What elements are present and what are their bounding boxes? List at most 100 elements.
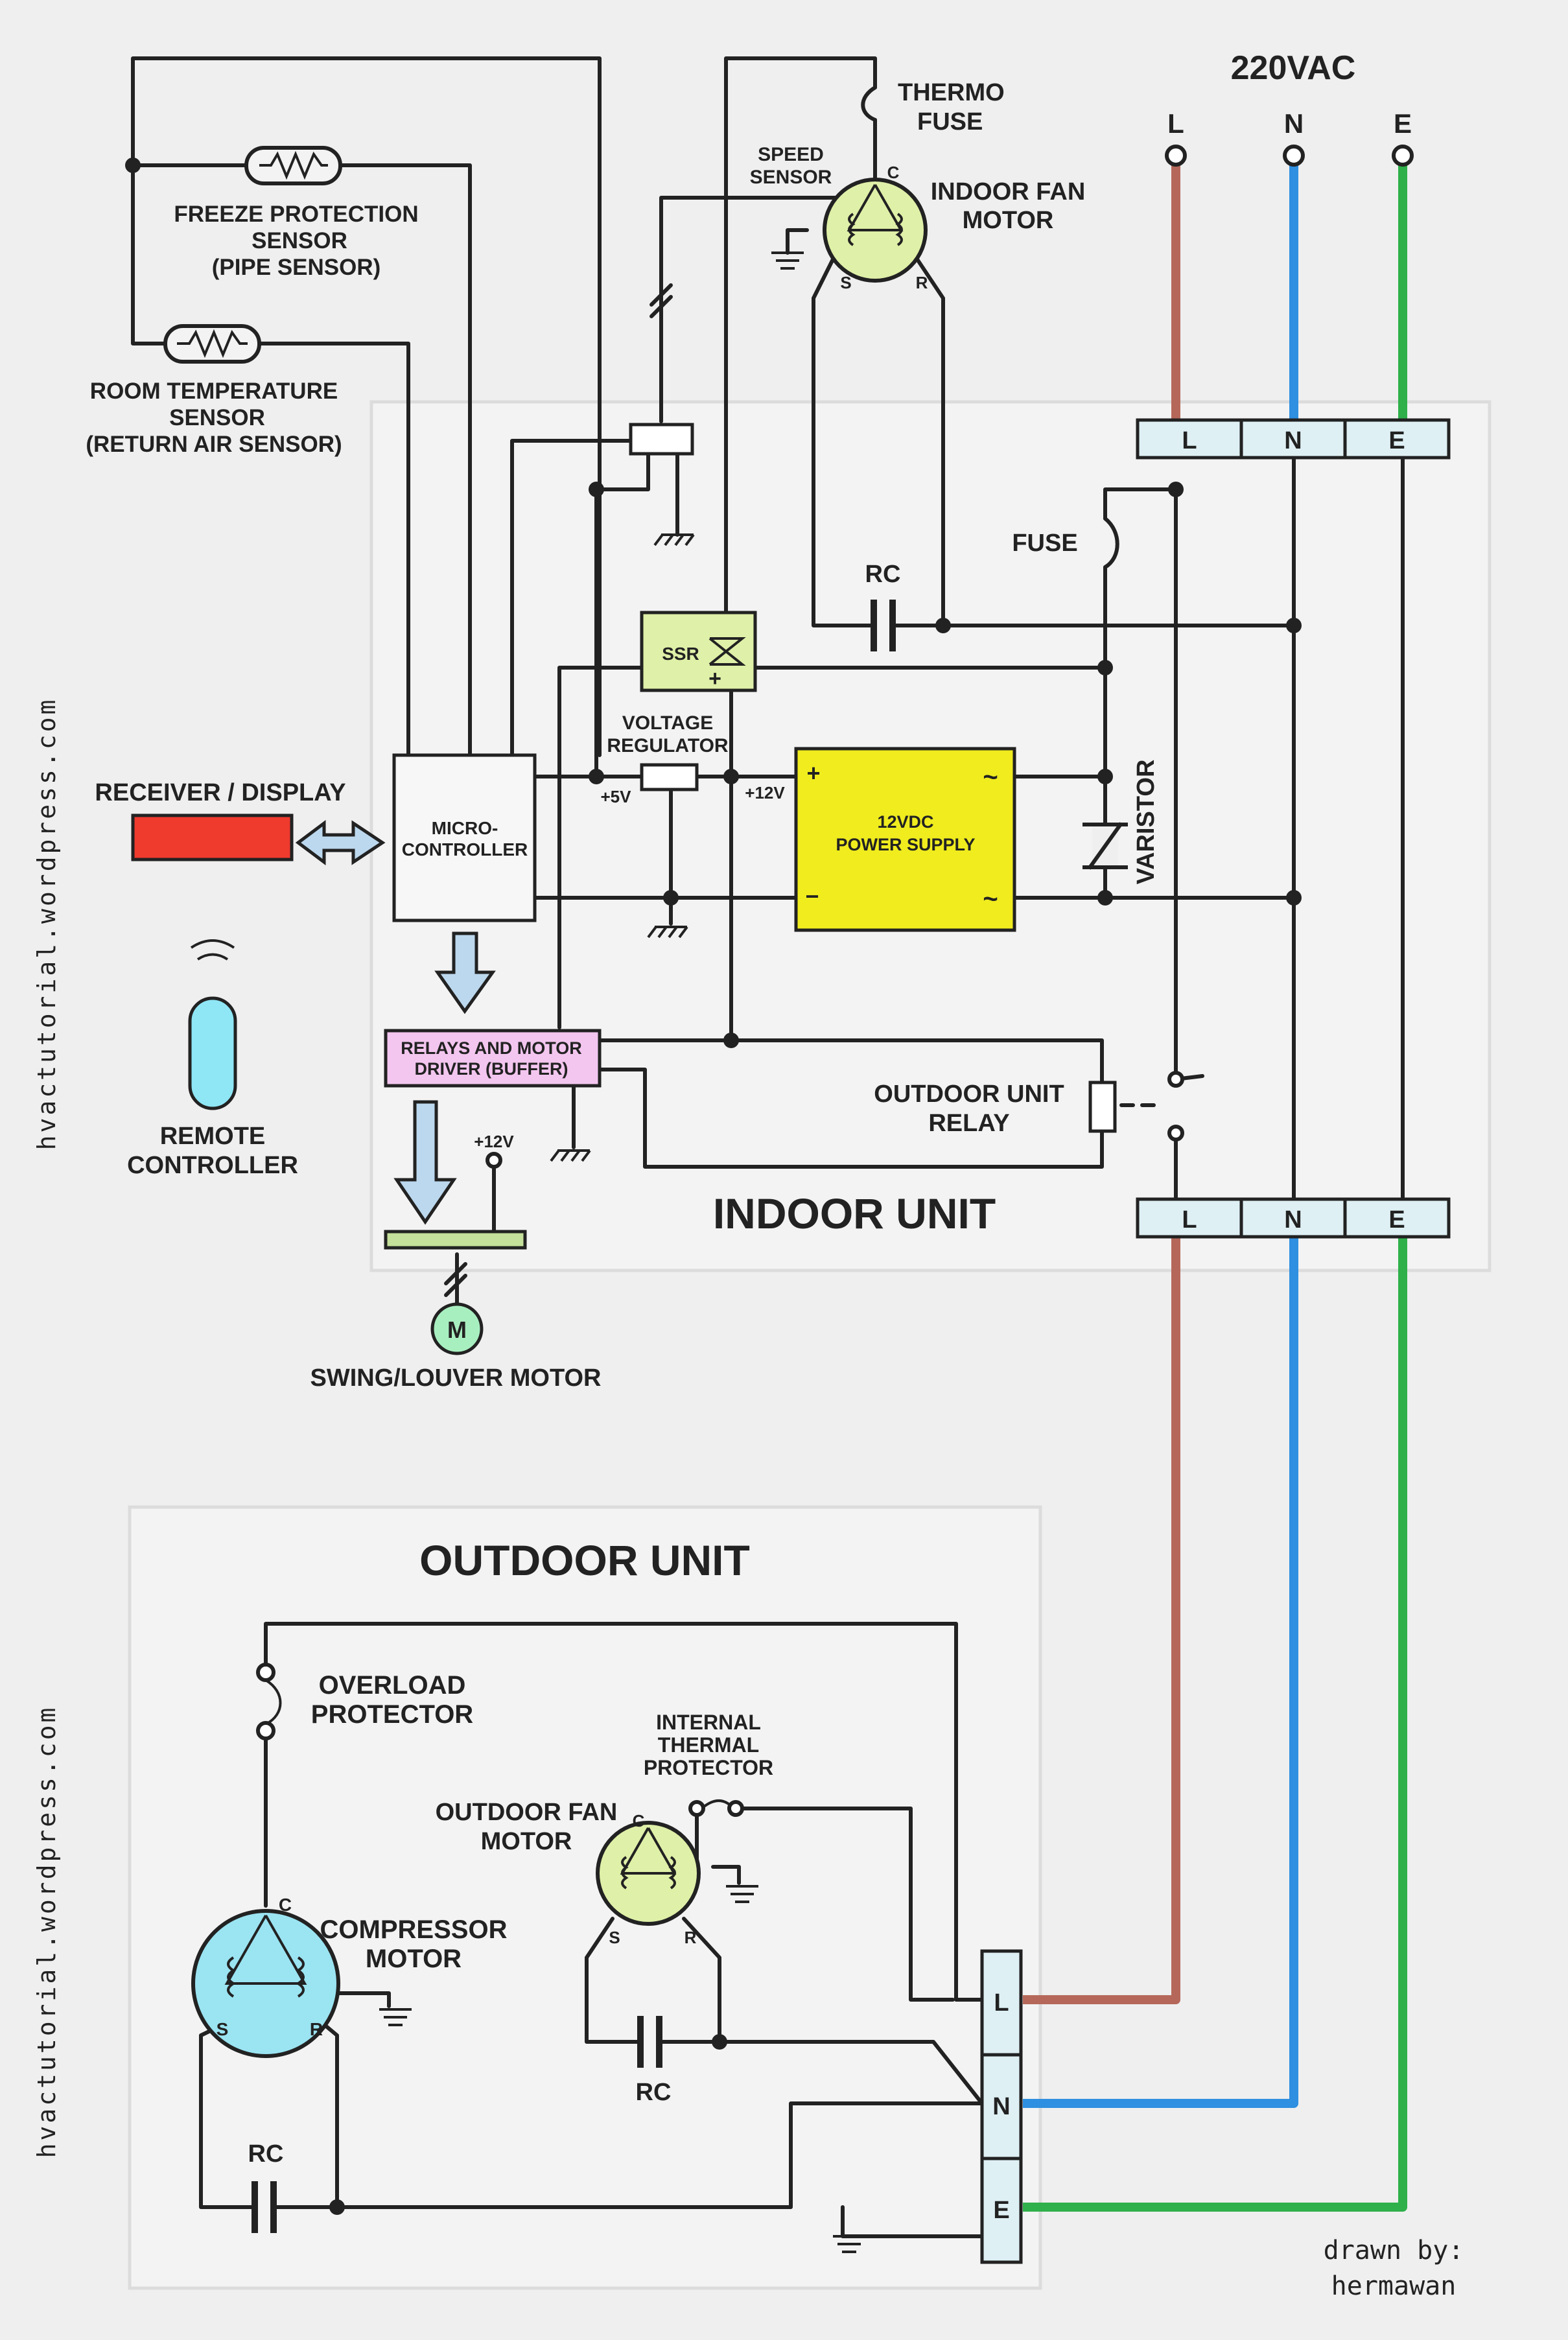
indoor-fan-label-2: MOTOR bbox=[963, 207, 1054, 234]
varistor-label: VARISTOR bbox=[1132, 760, 1160, 885]
wire-n-outdoor bbox=[1023, 1238, 1298, 2108]
receiver-display-label: RECEIVER / DISPLAY bbox=[95, 779, 345, 806]
microcontroller-label-2: CONTROLLER bbox=[402, 839, 528, 860]
swing-motor-symbol bbox=[430, 1302, 484, 1355]
supply-wires bbox=[1023, 156, 1407, 2212]
supply-label-l: L bbox=[1167, 108, 1184, 139]
compressor-terminal-s: S bbox=[216, 2019, 229, 2039]
supply-terminal-l bbox=[1165, 145, 1187, 167]
indoor-fan-terminal-s: S bbox=[840, 273, 851, 292]
voltage-regulator-label-1: VOLTAGE bbox=[622, 712, 714, 734]
outdoor-terminal-n: N bbox=[992, 2093, 1010, 2120]
indoor-fan-motor bbox=[823, 178, 928, 283]
micro-to-relays-arrow bbox=[434, 931, 496, 1014]
room-sensor-symbol bbox=[163, 324, 261, 364]
compressor-label-2: MOTOR bbox=[366, 1945, 462, 1973]
thermo-fuse-label-2: FUSE bbox=[917, 108, 983, 135]
indoor-labels: THERMO FUSE SPEED SENSOR INDOOR FAN MOTO… bbox=[86, 79, 1405, 1392]
freeze-sensor-symbol bbox=[244, 146, 342, 185]
outdoor-fan-label-2: MOTOR bbox=[481, 1828, 572, 1855]
fuse-label: FUSE bbox=[1012, 530, 1077, 557]
remote-controller-symbol bbox=[188, 939, 237, 1110]
indoor-top-terminal-e: E bbox=[1388, 427, 1405, 454]
compressor-terminal-c: C bbox=[279, 1895, 292, 1915]
supply-label-n: N bbox=[1284, 108, 1304, 139]
supply-title: 220VAC bbox=[1231, 49, 1356, 87]
freeze-sensor-label-2: SENSOR bbox=[252, 228, 347, 253]
outdoor-fan-label-1: OUTDOOR FAN bbox=[436, 1799, 618, 1826]
swing-motor-label: SWING/LOUVER MOTOR bbox=[310, 1364, 602, 1392]
outdoor-fan-terminal-r: R bbox=[685, 1928, 697, 1947]
psu-minus: − bbox=[805, 883, 819, 909]
speed-sensor-label-1: SPEED bbox=[758, 144, 824, 165]
relays-to-swing-arrow bbox=[393, 1100, 457, 1225]
voltage-regulator-label-2: REGULATOR bbox=[607, 735, 729, 756]
indoor-bottom-terminal-n: N bbox=[1284, 1206, 1302, 1234]
relays-driver-label-1: RELAYS AND MOTOR bbox=[401, 1038, 582, 1058]
overload-label-2: PROTECTOR bbox=[311, 1700, 474, 1729]
compressor-rc-capacitor bbox=[252, 2181, 277, 2233]
outdoor-fan-terminal-s: S bbox=[609, 1928, 620, 1947]
power-supply-12vdc bbox=[794, 747, 1016, 932]
swing-v12-label: +12V bbox=[474, 1132, 514, 1151]
indoor-top-terminal-n: N bbox=[1284, 427, 1302, 454]
compressor-rc-label: RC bbox=[248, 2140, 284, 2168]
remote-label-1: REMOTE bbox=[160, 1123, 266, 1150]
overload-protector bbox=[256, 1663, 282, 1740]
thermo-fuse-label-1: THERMO bbox=[898, 79, 1005, 106]
psu-label-2: POWER SUPPLY bbox=[836, 835, 975, 854]
freeze-sensor-label-1: FREEZE PROTECTION bbox=[174, 202, 418, 227]
remote-label-2: CONTROLLER bbox=[127, 1152, 298, 1179]
outdoor-terminal-block bbox=[980, 1949, 1023, 2264]
thermal-label-3: PROTECTOR bbox=[644, 1756, 773, 1779]
room-sensor-label-2: SENSOR bbox=[169, 405, 265, 430]
outdoor-labels: OUTDOOR UNIT OVERLOAD PROTECTOR INTERNAL… bbox=[216, 1536, 1011, 2224]
thermal-label-1: INTERNAL bbox=[656, 1711, 761, 1734]
compressor-motor bbox=[191, 1909, 340, 2058]
compressor-terminal-r: R bbox=[310, 2019, 323, 2039]
outdoor-fan-motor bbox=[596, 1821, 701, 1926]
outdoor-wiring bbox=[199, 1622, 984, 2238]
psu-plus: + bbox=[806, 760, 820, 786]
outdoor-fan-rc-capacitor bbox=[637, 2016, 662, 2068]
swing-motor-m: M bbox=[447, 1316, 467, 1343]
psu-ac-bottom: ~ bbox=[983, 885, 998, 913]
indoor-rc-capacitor bbox=[871, 600, 896, 651]
microcontroller-label-1: MICRO- bbox=[432, 818, 498, 838]
outdoor-junction-dots bbox=[329, 2034, 727, 2215]
psu-label-1: 12VDC bbox=[877, 812, 933, 832]
outdoor-terminal-e: E bbox=[993, 2197, 1009, 2224]
credit-line-2: hermawan bbox=[1331, 2271, 1457, 2301]
microcontroller-box bbox=[392, 753, 537, 922]
supply-terminal-n bbox=[1283, 145, 1305, 167]
indoor-rc-label: RC bbox=[865, 561, 901, 588]
watermark-bottom: hvactutorial.wordpress.com bbox=[32, 1705, 61, 2159]
indoor-terminal-block-bottom bbox=[1136, 1197, 1451, 1239]
indoor-bottom-terminal-l: L bbox=[1182, 1206, 1197, 1234]
room-sensor-label-3: (RETURN AIR SENSOR) bbox=[86, 432, 342, 457]
indoor-terminal-block-top bbox=[1136, 418, 1451, 460]
indoor-junction-dots bbox=[125, 158, 1302, 1048]
wire-l-outdoor bbox=[1023, 1238, 1180, 2004]
watermark-top: hvactutorial.wordpress.com bbox=[32, 697, 61, 1151]
supply-terminal-e bbox=[1392, 145, 1414, 167]
indoor-fan-label-1: INDOOR FAN bbox=[931, 178, 1086, 205]
indoor-top-terminal-l: L bbox=[1182, 427, 1197, 454]
ssr-label: SSR bbox=[662, 644, 699, 664]
indoor-wiring bbox=[131, 56, 1405, 1315]
relay-contact-top bbox=[1167, 1071, 1184, 1088]
outdoor-fan-rc-label: RC bbox=[636, 2079, 672, 2106]
overload-label-1: OVERLOAD bbox=[319, 1671, 466, 1700]
room-sensor-label-1: ROOM TEMPERATURE bbox=[90, 379, 338, 404]
ssr bbox=[640, 611, 757, 692]
supply-label-e: E bbox=[1394, 108, 1412, 139]
compressor-label-1: COMPRESSOR bbox=[320, 1915, 508, 1944]
outdoor-relay-label-2: RELAY bbox=[928, 1110, 1009, 1137]
indoor-fan-terminal-r: R bbox=[916, 273, 928, 292]
voltage-regulator bbox=[640, 763, 699, 791]
relays-driver-label-2: DRIVER (BUFFER) bbox=[415, 1059, 568, 1079]
indoor-fan-terminal-c: C bbox=[887, 163, 900, 182]
outdoor-relay-coil bbox=[1088, 1081, 1117, 1133]
outdoor-unit-enclosure bbox=[128, 1505, 1042, 2290]
